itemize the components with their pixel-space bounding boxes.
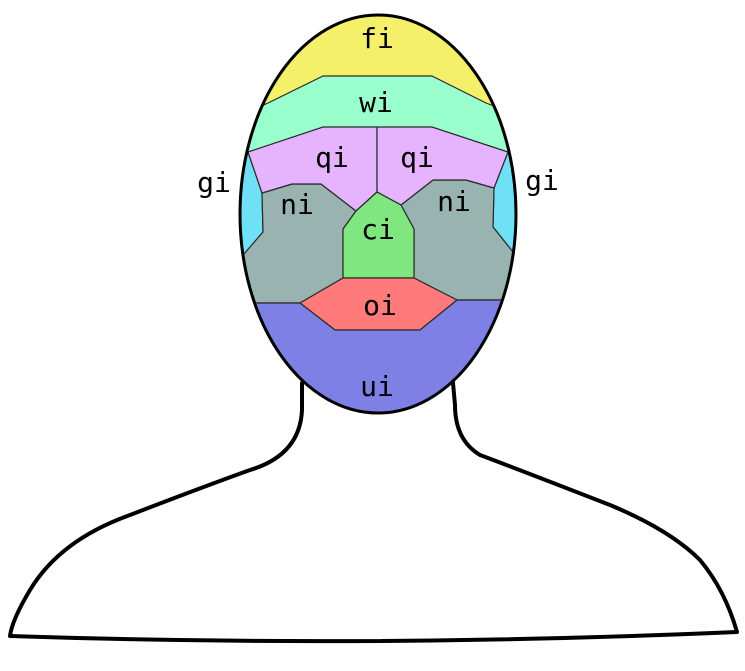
- body-outline: [10, 383, 737, 641]
- label-ui: ui: [360, 370, 394, 403]
- label-fi: fi: [360, 22, 394, 55]
- label-qi-left: qi: [315, 141, 349, 174]
- label-ci: ci: [361, 213, 395, 246]
- label-oi: oi: [363, 289, 397, 322]
- label-wi: wi: [359, 86, 393, 119]
- label-ni-left: ni: [280, 188, 314, 221]
- label-ni-right: ni: [437, 185, 471, 218]
- label-gi-right: gi: [525, 164, 559, 197]
- label-qi-right: qi: [400, 141, 434, 174]
- label-gi-left: gi: [197, 166, 231, 199]
